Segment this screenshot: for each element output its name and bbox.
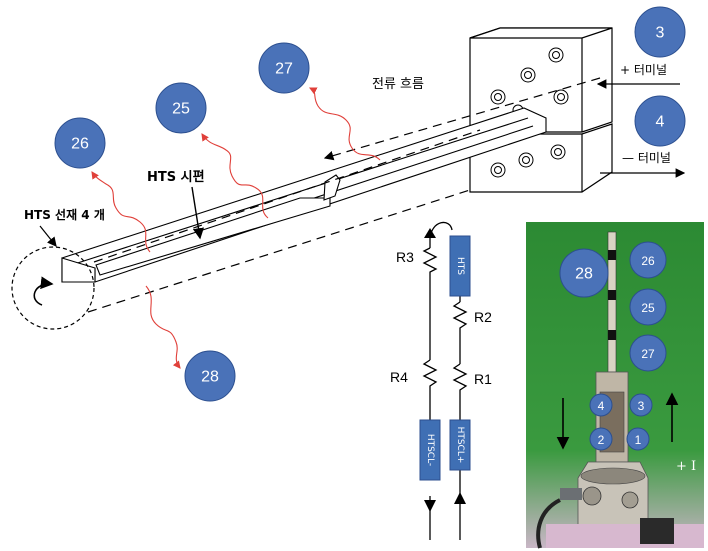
hts-rod	[61, 107, 547, 283]
current-flow-label: 전류 흐름	[372, 77, 424, 92]
marker-3: 3	[634, 6, 686, 58]
svg-text:28: 28	[575, 266, 593, 283]
hts-box: HTS	[449, 235, 471, 297]
dashed-guides	[87, 129, 481, 313]
plus-terminal-label: + 터미널	[620, 63, 667, 77]
current-flow-arrow	[323, 77, 601, 161]
photo-current-label: + I	[676, 459, 696, 474]
twist-arrow-icon	[33, 276, 54, 306]
hts-wire-arrow	[39, 225, 57, 247]
hts-wire-label: HTS 선재 4 개	[24, 207, 105, 222]
svg-text:1: 1	[635, 433, 642, 447]
svg-text:27: 27	[275, 61, 293, 78]
hts-sample-arrow	[191, 186, 205, 240]
photo-marker-27: 27	[629, 334, 667, 372]
apparatus-photo	[526, 222, 704, 549]
svg-text:26: 26	[71, 136, 89, 153]
hts-sample-label: HTS 시편	[147, 169, 205, 185]
photo-marker-3: 3	[629, 393, 653, 417]
circuit-up-arrow	[454, 492, 466, 504]
svg-text:27: 27	[641, 347, 655, 361]
svg-text:HTS: HTS	[455, 257, 465, 275]
svg-text:4: 4	[656, 114, 665, 131]
photo-marker-2: 2	[589, 427, 613, 451]
svg-text:25: 25	[172, 101, 190, 118]
marker-27: 27	[258, 42, 310, 94]
circuit-down-arrow	[424, 500, 436, 512]
photo-marker-4: 4	[589, 393, 613, 417]
marker-4: 4	[634, 95, 686, 147]
resistor-r1-label: R1	[474, 371, 492, 387]
photo-marker-25: 25	[629, 288, 667, 326]
minus-terminal-label: — 터미널	[622, 151, 671, 165]
hts-wire-detail-circle	[11, 246, 95, 330]
marker-25: 25	[155, 82, 207, 134]
resistor-r3-label: R3	[396, 249, 414, 265]
circuit-loop-arrowhead	[424, 228, 436, 238]
svg-text:3: 3	[656, 25, 665, 42]
heat-arrows	[91, 87, 381, 369]
htscl-minus-box: HTSCL-	[419, 419, 441, 481]
photo-marker-1: 1	[626, 427, 650, 451]
marker-26: 26	[54, 117, 106, 169]
svg-text:26: 26	[641, 254, 655, 268]
svg-text:HTSCL+: HTSCL+	[455, 427, 465, 464]
svg-text:4: 4	[598, 399, 605, 413]
svg-text:2: 2	[598, 433, 605, 447]
photo-marker-26: 26	[629, 241, 667, 279]
svg-text:25: 25	[641, 301, 655, 315]
svg-text:3: 3	[638, 399, 645, 413]
resistor-r4-label: R4	[390, 369, 408, 385]
svg-text:HTSCL-: HTSCL-	[425, 434, 435, 466]
photo-marker-28: 28	[559, 248, 609, 298]
svg-text:28: 28	[201, 369, 219, 386]
resistor-r2-label: R2	[474, 309, 492, 325]
marker-28: 28	[184, 350, 236, 402]
htscl-plus-box: HTSCL+	[449, 419, 471, 471]
